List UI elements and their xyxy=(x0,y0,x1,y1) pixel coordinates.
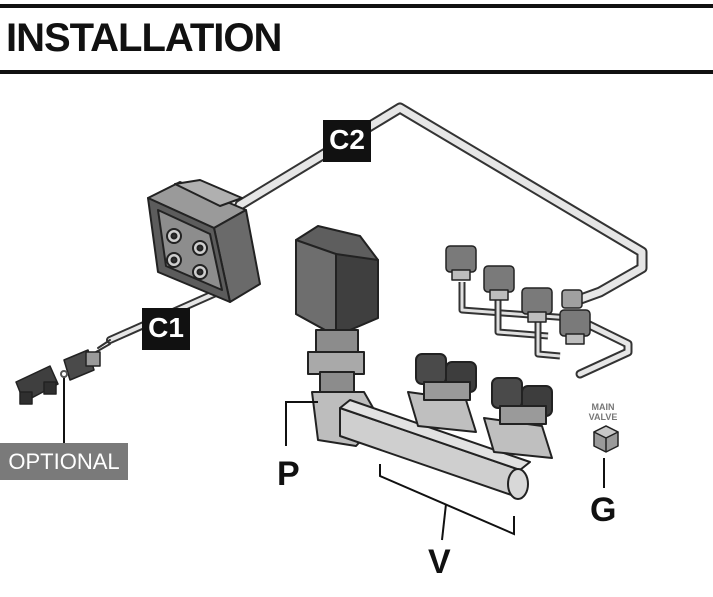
solenoid-2 xyxy=(483,265,515,301)
main-valve-line-1: MAIN xyxy=(591,402,615,412)
valve-2 xyxy=(483,377,553,459)
label-main-valve: MAIN VALVE xyxy=(580,402,626,422)
top-rule xyxy=(0,4,713,8)
controller-unit xyxy=(147,179,261,303)
solenoid-3 xyxy=(521,287,553,323)
solenoid-bank xyxy=(445,245,591,360)
cable-connector xyxy=(561,289,583,309)
valve-manifold xyxy=(339,353,553,500)
v-bracket xyxy=(379,464,515,536)
label-v: V xyxy=(428,543,451,581)
label-g: G xyxy=(590,491,617,529)
valve-1 xyxy=(407,353,477,433)
main-valve-line-2: VALVE xyxy=(588,412,618,422)
title-underline xyxy=(0,70,713,74)
label-optional: OPTIONAL xyxy=(0,443,128,480)
label-c1: C1 xyxy=(142,308,190,350)
label-c2: C2 xyxy=(323,120,371,162)
optional-sensor xyxy=(15,349,101,405)
cable-c2 xyxy=(234,102,648,379)
page-title: INSTALLATION xyxy=(6,16,282,60)
v-leader xyxy=(441,503,447,541)
main-valve-icon xyxy=(593,425,619,453)
solenoid-1 xyxy=(445,245,477,281)
label-p: P xyxy=(277,455,300,493)
callout-lines xyxy=(60,370,605,541)
p-leader xyxy=(285,401,318,446)
solenoid-4 xyxy=(559,309,591,345)
